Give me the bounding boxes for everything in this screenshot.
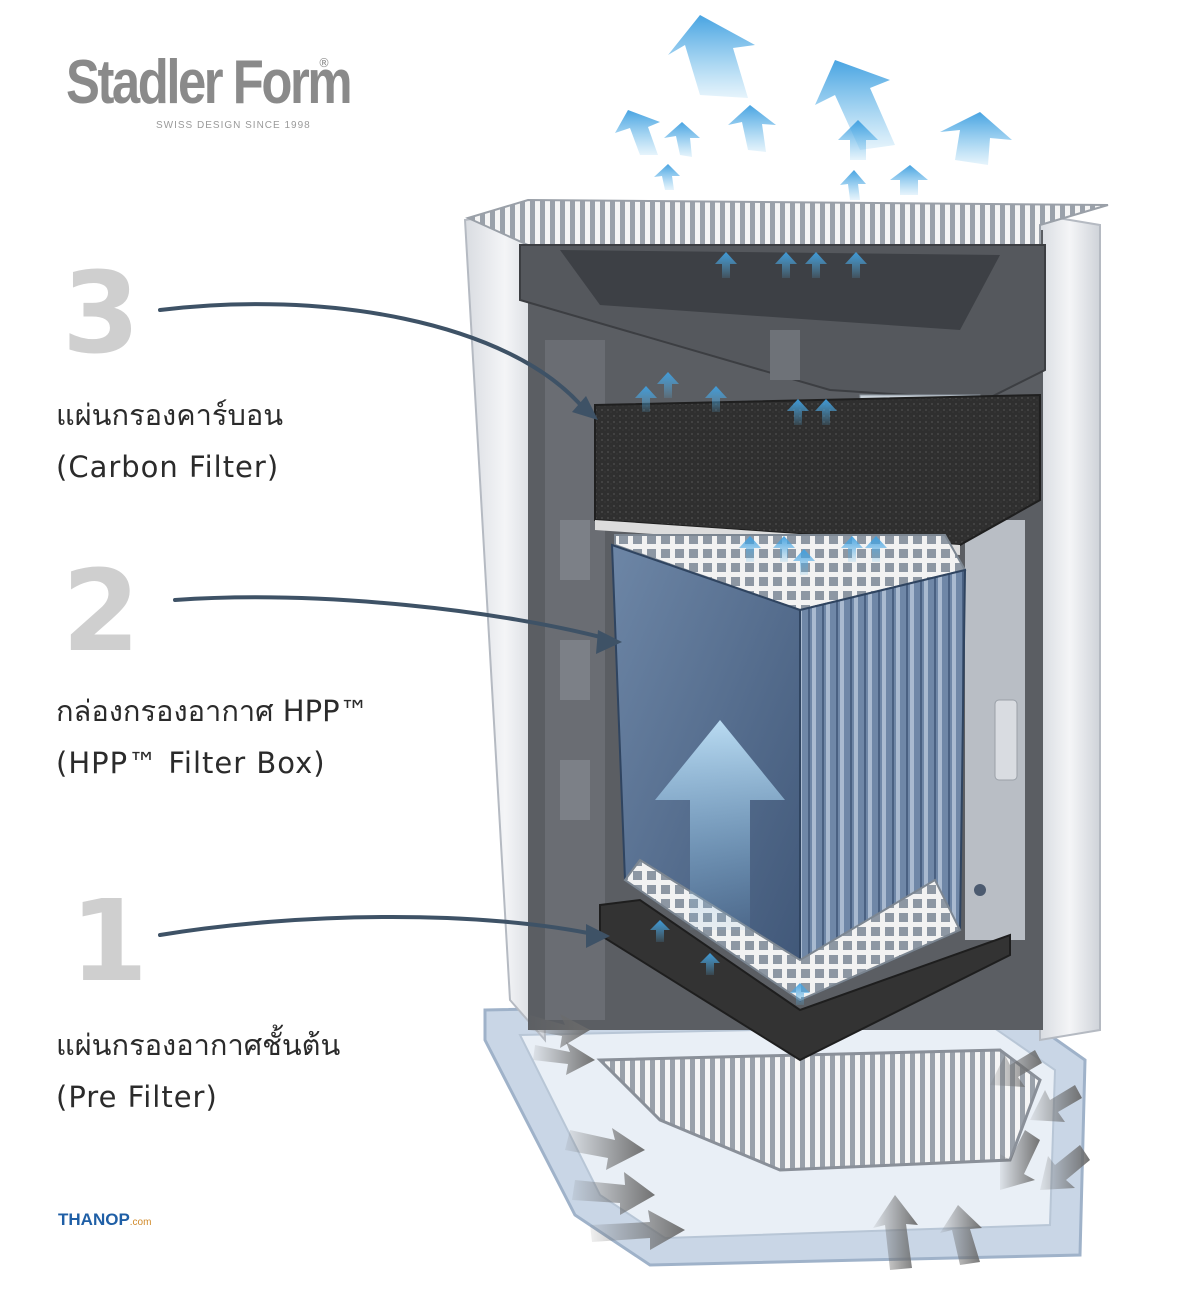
registered-mark: ® <box>318 56 330 70</box>
carbon-filter <box>594 393 1041 547</box>
callout-label-th-carbon: แผ่นกรองคาร์บอน <box>56 398 284 432</box>
internal-airflow-arrows <box>635 252 887 1005</box>
watermark-suffix: .com <box>129 1217 152 1228</box>
callout-number-3: 3 <box>62 249 140 379</box>
callout-label-th-hpp: กล่องกรองอากาศ HPP™ <box>56 694 369 728</box>
callout-arrowheads <box>572 396 622 948</box>
pre-filter <box>599 898 1011 1062</box>
intake-airflow-arrows <box>528 1014 1090 1270</box>
callout-number-2: 2 <box>62 547 140 677</box>
callout-label-th-pre: แผ่นกรองอากาศชั้นต้น <box>56 1028 341 1062</box>
callout-arrow-2 <box>173 595 614 642</box>
callout-label-en-carbon: (Carbon Filter) <box>56 450 280 484</box>
callout-arrow-1 <box>158 915 600 937</box>
callout-arrows <box>158 302 614 937</box>
top-vent-grille <box>465 198 1109 246</box>
clean-air-outflow <box>615 15 1012 200</box>
watermark-main: THANOP <box>58 1210 130 1229</box>
housing-right-wall <box>1039 213 1101 1042</box>
arrow-up-icon <box>655 720 785 930</box>
callout-number-1: 1 <box>70 877 148 1007</box>
site-watermark: THANOP.com <box>58 1210 151 1230</box>
brand-logo: Stadler Form ® SWISS DESIGN SINCE 1998 <box>66 48 353 131</box>
callout-label-en-pre: (Pre Filter) <box>56 1080 218 1114</box>
brand-tagline: SWISS DESIGN SINCE 1998 <box>156 120 311 131</box>
brand-name: Stadler Form <box>66 48 353 117</box>
callout-label-en-hpp: (HPP™ Filter Box) <box>56 746 326 780</box>
callout-arrow-3 <box>158 302 587 412</box>
